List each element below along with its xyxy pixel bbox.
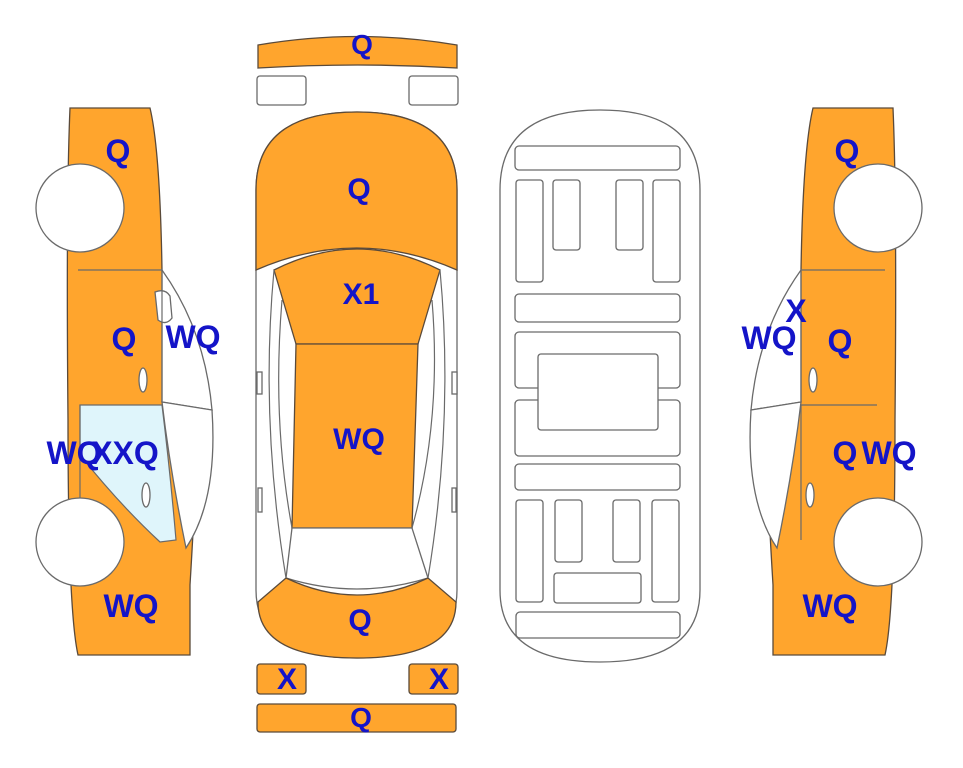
label-windshield: X1 bbox=[342, 278, 380, 311]
handle-stub-right bbox=[451, 487, 457, 513]
label-left-front-fender: Q bbox=[105, 133, 131, 169]
right-rear-handle bbox=[805, 482, 815, 508]
label-left-rear-quarter: WQ bbox=[103, 588, 159, 624]
windshield-panel[interactable] bbox=[273, 248, 441, 345]
right-front-wheel bbox=[833, 163, 923, 253]
rear-glass bbox=[285, 527, 429, 590]
label-right-rear-quarter: WQ bbox=[802, 588, 858, 624]
label-right-rear-door-b: WQ bbox=[861, 435, 917, 471]
label-right-mirror-x: X bbox=[785, 293, 807, 329]
left-door-line-1 bbox=[78, 269, 163, 402]
label-left-rear-door-edge: WQ bbox=[46, 435, 102, 471]
side-contour-left-inner bbox=[278, 299, 293, 529]
front-bumper-panel[interactable] bbox=[257, 35, 458, 69]
underbody-view bbox=[499, 109, 701, 663]
handle-stub-left bbox=[257, 487, 263, 513]
label-right-front-fender: Q bbox=[834, 133, 860, 169]
trunk-panel[interactable] bbox=[257, 577, 457, 659]
rear-light-right-panel[interactable] bbox=[408, 663, 459, 695]
left-rear-quarter-glass[interactable] bbox=[79, 404, 177, 543]
label-right-mirror: WQ bbox=[741, 320, 797, 356]
label-right-front-door: Q bbox=[827, 323, 853, 359]
mirror-stub-left bbox=[256, 371, 263, 395]
label-rear-bumper: Q bbox=[350, 702, 372, 733]
left-rear-wheel bbox=[35, 497, 125, 587]
label-front-bumper: Q bbox=[351, 29, 373, 60]
label-rear-light-right: X bbox=[428, 663, 450, 696]
left-mirror-shape[interactable] bbox=[154, 290, 173, 324]
label-hood: Q bbox=[347, 173, 371, 206]
headlight-right bbox=[408, 75, 459, 106]
label-rear-light-left: X bbox=[276, 663, 298, 696]
label-left-front-door: Q bbox=[111, 321, 137, 357]
right-rear-window bbox=[749, 401, 802, 550]
right-door-line-1 bbox=[800, 269, 885, 402]
rear-bumper-panel[interactable] bbox=[256, 703, 457, 733]
label-left-rear-door: XXQ bbox=[91, 435, 159, 471]
hood-panel[interactable] bbox=[255, 111, 458, 271]
right-door-line-2 bbox=[800, 404, 877, 540]
right-front-handle bbox=[808, 367, 818, 393]
left-rear-handle bbox=[141, 482, 151, 508]
right-rear-wheel bbox=[833, 497, 923, 587]
left-front-handle bbox=[138, 367, 148, 393]
headlight-left bbox=[256, 75, 307, 106]
left-front-wheel bbox=[35, 163, 125, 253]
mirror-stub-right bbox=[451, 371, 458, 395]
label-right-rear-door-a: Q bbox=[832, 435, 858, 471]
side-contour-right-inner bbox=[411, 299, 436, 529]
label-roof: WQ bbox=[333, 423, 385, 456]
label-trunk: Q bbox=[348, 604, 372, 637]
side-contour-left bbox=[268, 269, 287, 579]
label-left-mirror: WQ bbox=[165, 319, 221, 355]
rear-light-left-panel[interactable] bbox=[256, 663, 307, 695]
left-rear-window bbox=[161, 401, 214, 550]
side-contour-right bbox=[427, 269, 446, 579]
